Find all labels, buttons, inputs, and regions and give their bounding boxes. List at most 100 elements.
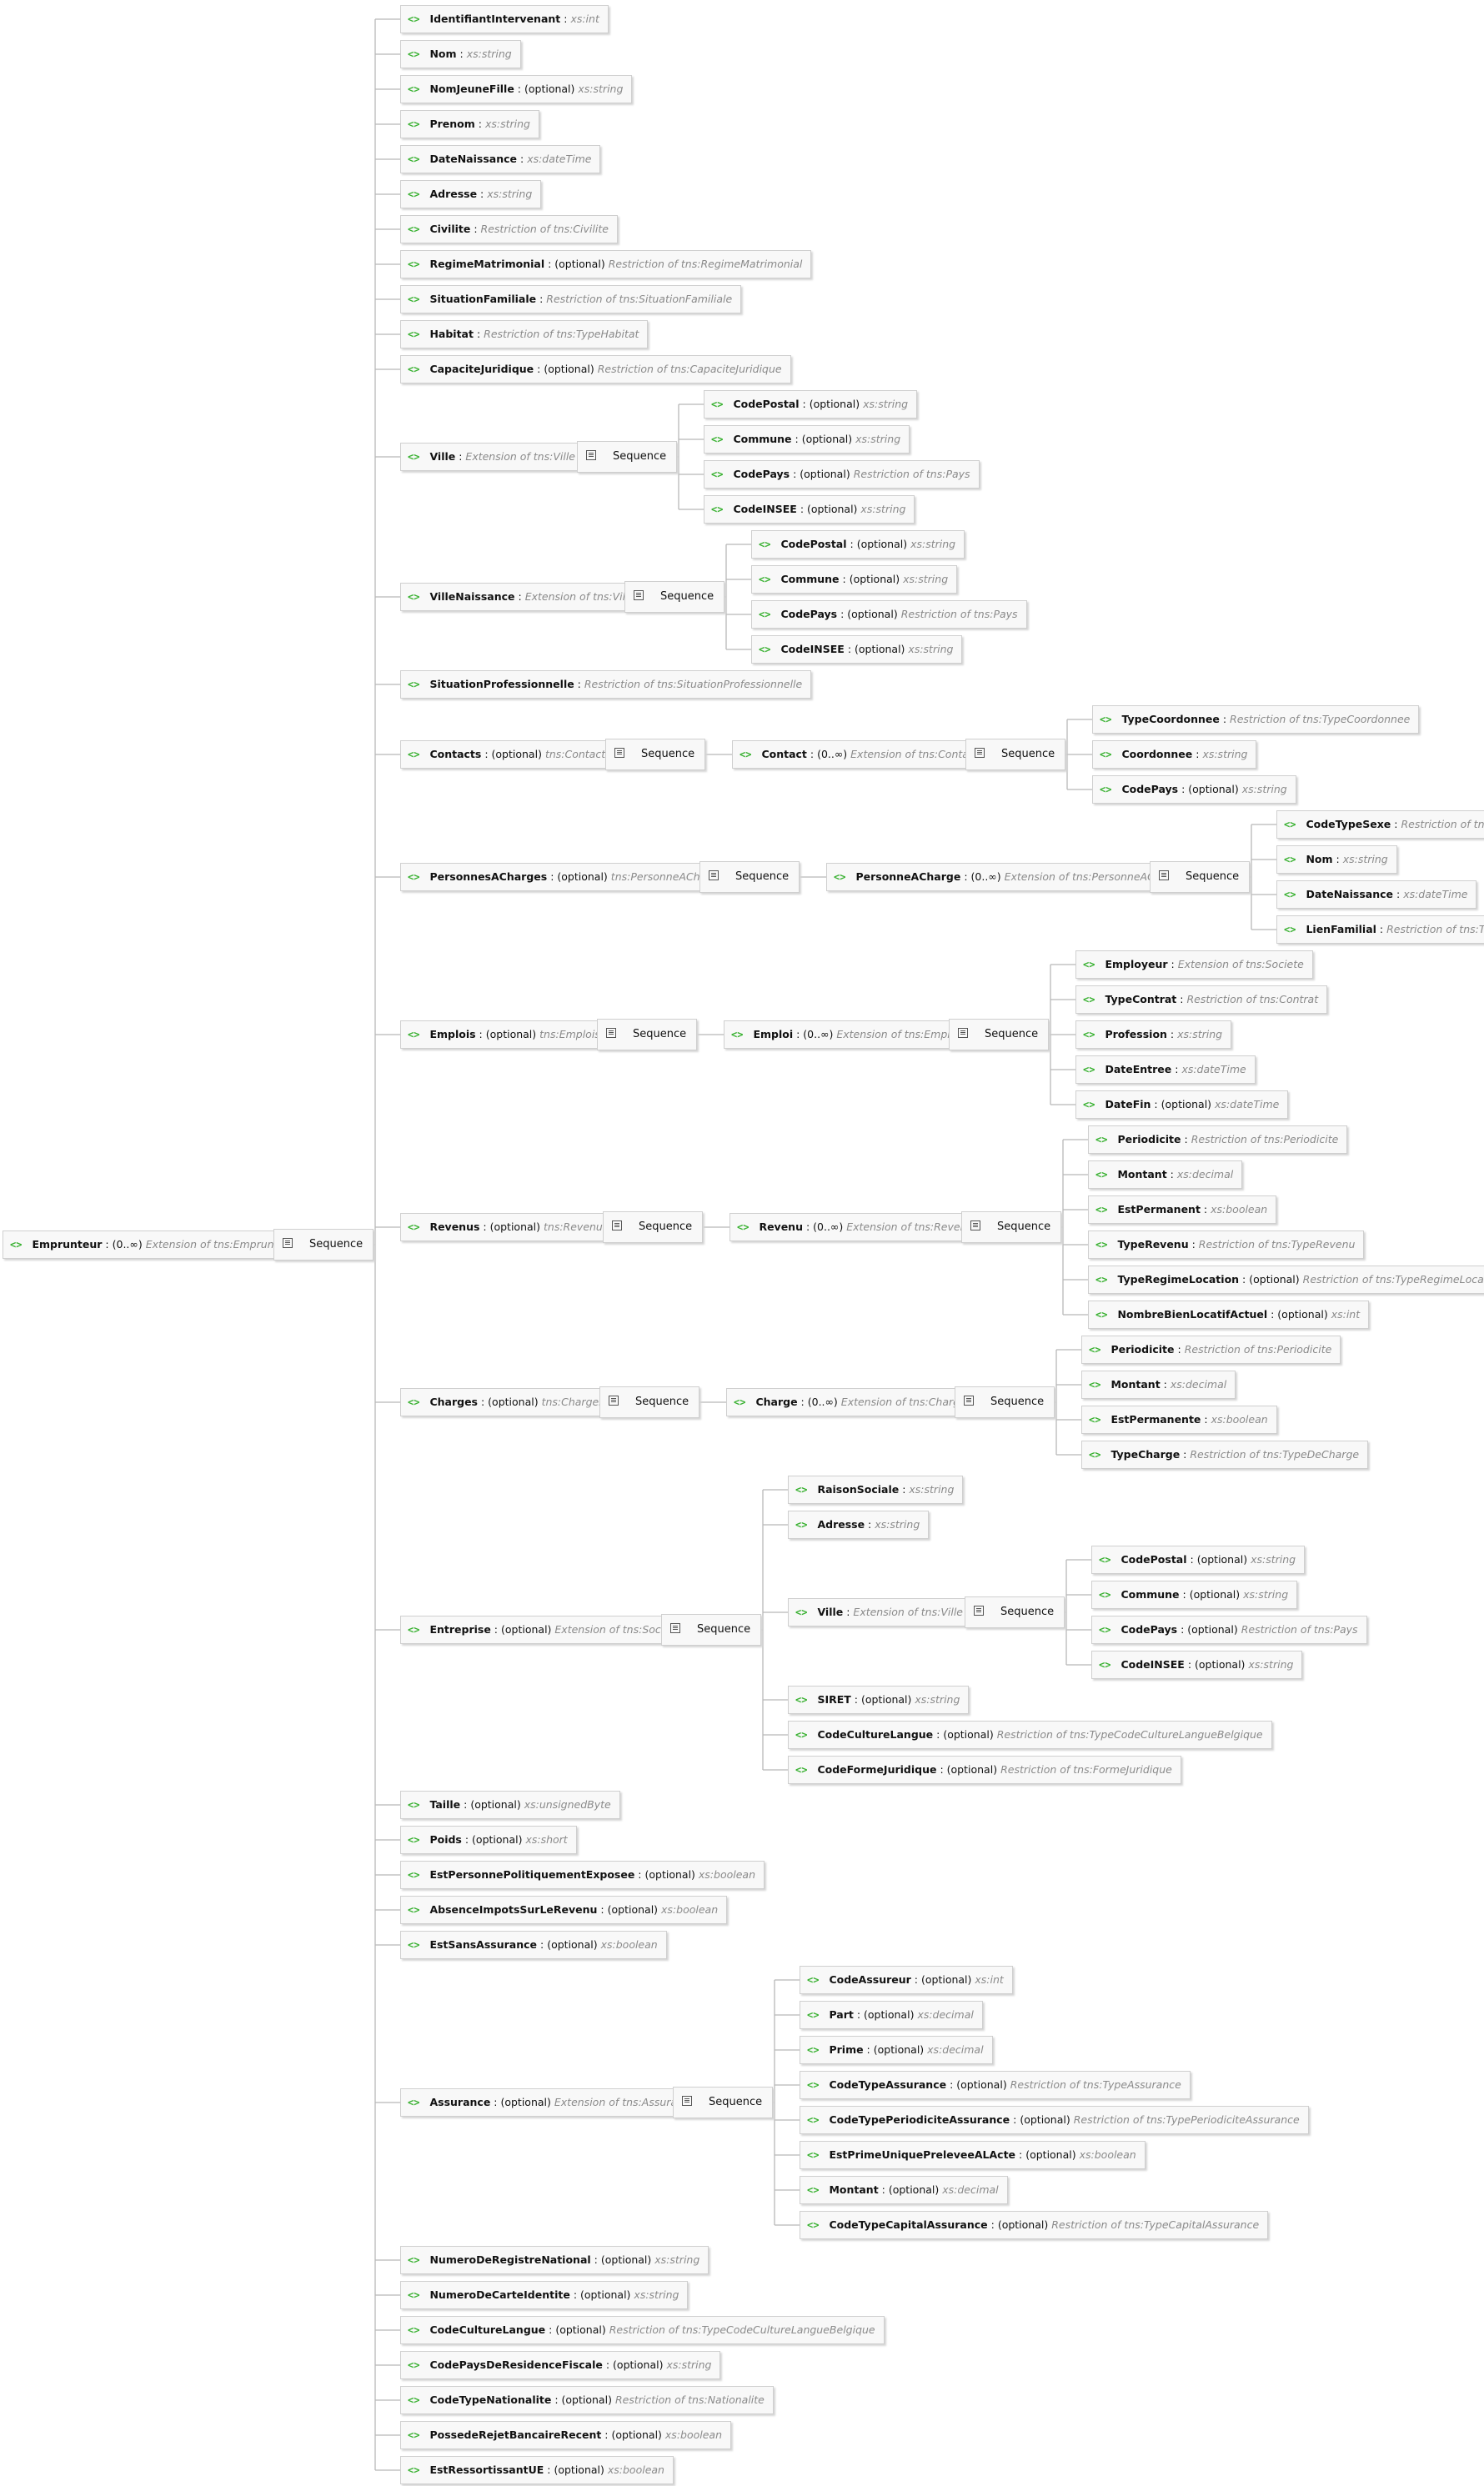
sequence-compositor[interactable]: Sequence — [597, 1019, 698, 1050]
sequence-compositor[interactable]: Sequence — [949, 1019, 1050, 1050]
element-type-coordonnee[interactable]: <>TypeCoordonnee : Restriction of tns:Ty… — [1092, 705, 1420, 734]
element-ville-naissance[interactable]: <>VilleNaissance : Extension of tns:Vill… — [400, 583, 644, 611]
sequence-compositor[interactable]: Sequence — [965, 739, 1066, 770]
element-charge[interactable]: <>Charge : (0..∞) Extension of tns:Charg… — [726, 1388, 975, 1416]
element-nom[interactable]: <>Nom : xs:string — [400, 40, 521, 68]
element-code-type-sexe[interactable]: <>CodeTypeSexe : Restriction of tns:Sexe — [1276, 810, 1484, 839]
sequence-compositor[interactable]: Sequence — [273, 1229, 374, 1261]
element-code-postal[interactable]: <>CodePostal : (optional) xs:string — [751, 530, 965, 559]
element-est-sans-assurance[interactable]: <>EstSansAssurance : (optional) xs:boole… — [400, 1931, 667, 1959]
element-numero-de-carte-identite[interactable]: <>NumeroDeCarteIdentite : (optional) xs:… — [400, 2281, 689, 2309]
element-regime-matrimonial[interactable]: <>RegimeMatrimonial : (optional) Restric… — [400, 250, 812, 278]
element-absence-impots-sur-le-revenu[interactable]: <>AbsenceImpotsSurLeRevenu : (optional) … — [400, 1896, 728, 1924]
element-type-revenu[interactable]: <>TypeRevenu : Restriction of tns:TypeRe… — [1088, 1230, 1365, 1259]
element-profession[interactable]: <>Profession : xs:string — [1075, 1020, 1232, 1049]
element-type-regime-location[interactable]: <>TypeRegimeLocation : (optional) Restri… — [1088, 1266, 1484, 1294]
element-est-permanente[interactable]: <>EstPermanente : xs:boolean — [1081, 1406, 1277, 1434]
element-type-charge[interactable]: <>TypeCharge : Restriction of tns:TypeDe… — [1081, 1441, 1369, 1469]
element-date-naissance[interactable]: <>DateNaissance : xs:dateTime — [400, 145, 601, 173]
element-est-personne-politiquement-exposee[interactable]: <>EstPersonnePolitiquementExposee : (opt… — [400, 1861, 765, 1889]
element-montant[interactable]: <>Montant : xs:decimal — [1088, 1160, 1243, 1189]
element-type-contrat[interactable]: <>TypeContrat : Restriction of tns:Contr… — [1075, 985, 1328, 1014]
element-ville[interactable]: <>Ville : Extension of tns:Ville — [788, 1598, 972, 1626]
element-periodicite[interactable]: <>Periodicite : Restriction of tns:Perio… — [1081, 1336, 1341, 1364]
sequence-compositor[interactable]: Sequence — [965, 1596, 1065, 1628]
element-code-pays[interactable]: <>CodePays : (optional) Restriction of t… — [1091, 1616, 1367, 1644]
sequence-compositor[interactable]: Sequence — [605, 739, 706, 770]
sequence-compositor[interactable]: Sequence — [603, 1211, 704, 1243]
element-adresse[interactable]: <>Adresse : xs:string — [788, 1511, 930, 1539]
element-poids[interactable]: <>Poids : (optional) xs:short — [400, 1826, 577, 1854]
element-code-type-nationalite[interactable]: <>CodeTypeNationalite : (optional) Restr… — [400, 2386, 774, 2414]
element-code-culture-langue[interactable]: <>CodeCultureLangue : (optional) Restric… — [788, 1721, 1272, 1749]
element-capacite-juridique[interactable]: <>CapaciteJuridique : (optional) Restric… — [400, 355, 791, 383]
sequence-compositor[interactable]: Sequence — [673, 2087, 774, 2118]
sequence-compositor[interactable]: Sequence — [599, 1386, 700, 1418]
element-periodicite[interactable]: <>Periodicite : Restriction of tns:Perio… — [1088, 1125, 1348, 1154]
element-identifiant-intervenant[interactable]: <>IdentifiantIntervenant : xs:int — [400, 5, 609, 33]
element-siret[interactable]: <>SIRET : (optional) xs:string — [788, 1686, 970, 1714]
element-prime[interactable]: <>Prime : (optional) xs:decimal — [800, 2036, 993, 2064]
element-contacts[interactable]: <>Contacts : (optional) tns:Contacts — [400, 740, 620, 769]
element-possede-rejet-bancaire-recent[interactable]: <>PossedeRejetBancaireRecent : (optional… — [400, 2421, 732, 2449]
element-commune[interactable]: <>Commune : (optional) xs:string — [1091, 1581, 1298, 1609]
element-code-insee[interactable]: <>CodeINSEE : (optional) xs:string — [1091, 1651, 1303, 1679]
element-revenus[interactable]: <>Revenus : (optional) tns:Revenus — [400, 1213, 618, 1241]
element-code-pays[interactable]: <>CodePays : (optional) Restriction of t… — [704, 460, 980, 489]
element-situation-familiale[interactable]: <>SituationFamiliale : Restriction of tn… — [400, 285, 742, 313]
element-revenu[interactable]: <>Revenu : (0..∞) Extension of tns:Reven… — [729, 1213, 983, 1241]
element-raison-sociale[interactable]: <>RaisonSociale : xs:string — [788, 1476, 964, 1504]
element-commune[interactable]: <>Commune : (optional) xs:string — [704, 425, 910, 454]
sequence-compositor[interactable]: Sequence — [661, 1614, 762, 1646]
element-code-culture-langue[interactable]: <>CodeCultureLangue : (optional) Restric… — [400, 2316, 885, 2344]
element-charges[interactable]: <>Charges : (optional) tns:Charges — [400, 1388, 614, 1416]
element-personnes-acharges[interactable]: <>PersonnesACharges : (optional) tns:Per… — [400, 863, 739, 891]
element-employeur[interactable]: <>Employeur : Extension of tns:Societe — [1075, 950, 1313, 979]
sequence-compositor[interactable]: Sequence — [577, 441, 678, 473]
element-date-entree[interactable]: <>DateEntree : xs:dateTime — [1075, 1055, 1256, 1084]
element-code-type-assurance[interactable]: <>CodeTypeAssurance : (optional) Restric… — [800, 2071, 1191, 2099]
element-date-naissance[interactable]: <>DateNaissance : xs:dateTime — [1276, 880, 1477, 909]
sequence-compositor[interactable]: Sequence — [1150, 861, 1251, 893]
sequence-compositor[interactable]: Sequence — [624, 581, 725, 613]
element-situation-professionnelle[interactable]: <>SituationProfessionnelle : Restriction… — [400, 670, 812, 699]
element-code-postal[interactable]: <>CodePostal : (optional) xs:string — [704, 390, 918, 419]
element-emploi[interactable]: <>Emploi : (0..∞) Extension of tns:Emplo… — [724, 1020, 969, 1049]
element-prenom[interactable]: <>Prenom : xs:string — [400, 110, 539, 138]
element-assurance[interactable]: <>Assurance : (optional) Extension of tn… — [400, 2088, 705, 2117]
element-code-type-capital-assurance[interactable]: <>CodeTypeCapitalAssurance : (optional) … — [800, 2211, 1269, 2239]
element-code-pays[interactable]: <>CodePays : (optional) Restriction of t… — [751, 600, 1027, 629]
element-nom[interactable]: <>Nom : xs:string — [1276, 845, 1397, 874]
element-coordonnee[interactable]: <>Coordonnee : xs:string — [1092, 740, 1257, 769]
element-nom-jeune-fille[interactable]: <>NomJeuneFille : (optional) xs:string — [400, 75, 633, 103]
element-code-postal[interactable]: <>CodePostal : (optional) xs:string — [1091, 1546, 1306, 1574]
element-contact[interactable]: <>Contact : (0..∞) Extension of tns:Cont… — [732, 740, 988, 769]
element-est-prime-unique-prelevee-alacte[interactable]: <>EstPrimeUniquePreleveeALActe : (option… — [800, 2141, 1146, 2169]
element-code-pays[interactable]: <>CodePays : (optional) xs:string — [1092, 775, 1296, 804]
element-code-pays-de-residence-fiscale[interactable]: <>CodePaysDeResidenceFiscale : (optional… — [400, 2351, 721, 2379]
sequence-compositor[interactable]: Sequence — [955, 1386, 1055, 1418]
element-numero-de-registre-national[interactable]: <>NumeroDeRegistreNational : (optional) … — [400, 2246, 709, 2274]
element-ville[interactable]: <>Ville : Extension of tns:Ville — [400, 443, 584, 471]
element-date-fin[interactable]: <>DateFin : (optional) xs:dateTime — [1075, 1090, 1289, 1119]
sequence-compositor[interactable]: Sequence — [699, 861, 800, 893]
element-commune[interactable]: <>Commune : (optional) xs:string — [751, 565, 958, 594]
element-montant[interactable]: <>Montant : (optional) xs:decimal — [800, 2176, 1008, 2204]
element-lien-familial[interactable]: <>LienFamilial : Restriction of tns:Type… — [1276, 915, 1484, 944]
element-taille[interactable]: <>Taille : (optional) xs:unsignedByte — [400, 1791, 620, 1819]
element-part[interactable]: <>Part : (optional) xs:decimal — [800, 2001, 983, 2029]
sequence-compositor[interactable]: Sequence — [961, 1211, 1062, 1243]
element-civilite[interactable]: <>Civilite : Restriction of tns:Civilite — [400, 215, 618, 243]
element-code-assureur[interactable]: <>CodeAssureur : (optional) xs:int — [800, 1966, 1013, 1994]
element-code-insee[interactable]: <>CodeINSEE : (optional) xs:string — [751, 635, 963, 664]
element-habitat[interactable]: <>Habitat : Restriction of tns:TypeHabit… — [400, 320, 649, 348]
element-est-permanent[interactable]: <>EstPermanent : xs:boolean — [1088, 1195, 1277, 1224]
element-emplois[interactable]: <>Emplois : (optional) tns:Emplois — [400, 1020, 609, 1049]
element-code-insee[interactable]: <>CodeINSEE : (optional) xs:string — [704, 495, 915, 524]
element-emprunteur[interactable]: <>Emprunteur : (0..∞) Extension of tns:E… — [3, 1230, 305, 1259]
element-entreprise[interactable]: <>Entreprise : (optional) Extension of t… — [400, 1616, 690, 1644]
element-montant[interactable]: <>Montant : xs:decimal — [1081, 1371, 1236, 1399]
element-adresse[interactable]: <>Adresse : xs:string — [400, 180, 542, 208]
element-nombre-bien-locatif-actuel[interactable]: <>NombreBienLocatifActuel : (optional) x… — [1088, 1301, 1370, 1329]
element-personne-acharge[interactable]: <>PersonneACharge : (0..∞) Extension of … — [826, 863, 1195, 891]
